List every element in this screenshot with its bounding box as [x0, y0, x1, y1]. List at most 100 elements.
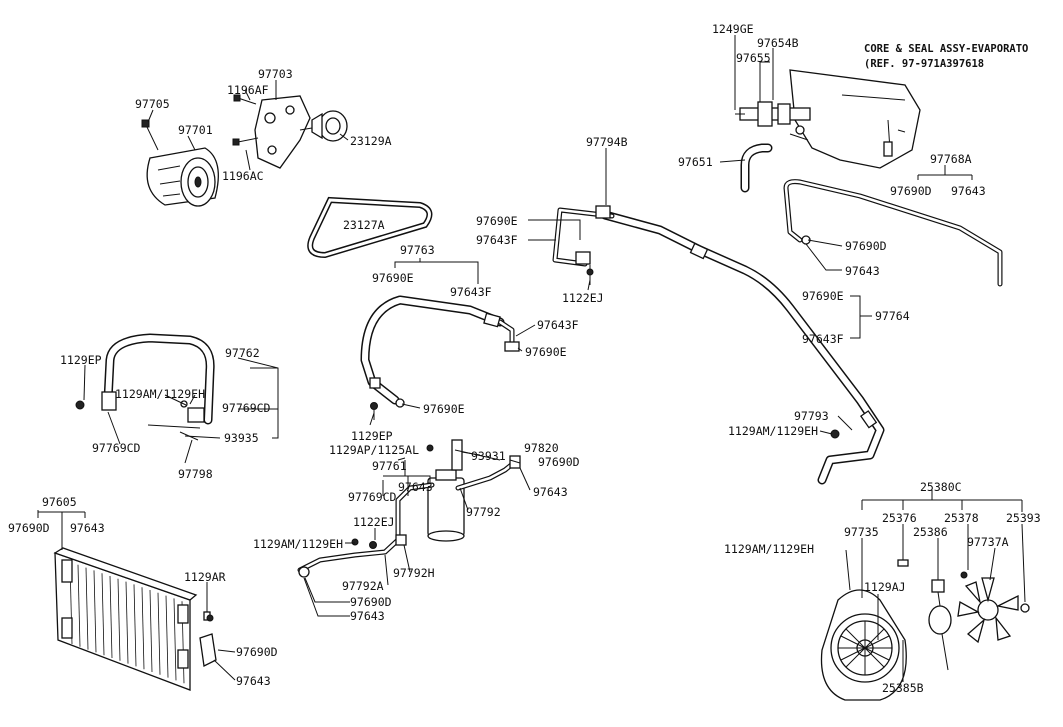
- condenser-fin: [149, 589, 153, 673]
- label-97651: 97651: [678, 155, 713, 169]
- fan-blade-97737a: [957, 571, 1030, 644]
- label-97643-mb: 97643: [350, 609, 385, 623]
- label-97763: 97763: [400, 243, 435, 257]
- label-97701: 97701: [178, 123, 213, 137]
- label-97769cd-m: 97769CD: [348, 490, 397, 504]
- label-97643f-a: 97643F: [476, 233, 518, 247]
- label-97643-tr2: 97643: [845, 264, 880, 278]
- label-97643-m2: 97643: [533, 485, 568, 499]
- label-25378: 25378: [944, 511, 979, 525]
- condenser-fin: [157, 592, 161, 675]
- evaporator-hose-97651: [740, 143, 773, 193]
- label-97769cd-a: 97769CD: [222, 401, 271, 415]
- note-core-seal-line1: CORE & SEAL ASSY-EVAPORATO: [864, 43, 1028, 55]
- label-23127a: 23127A: [343, 218, 385, 232]
- label-93935: 93935: [224, 431, 259, 445]
- label-97690e-d: 97690E: [423, 402, 465, 416]
- hose-bracket-97794b: [552, 205, 615, 280]
- label-97820: 97820: [524, 441, 559, 455]
- condenser-fin: [101, 573, 105, 656]
- idler-pulley-23129a: [311, 110, 348, 142]
- label-25376: 25376: [882, 511, 917, 525]
- label-97690d-tr: 97690D: [890, 184, 932, 198]
- discharge-hose-97763: [360, 295, 520, 408]
- condenser-fin: [173, 598, 177, 681]
- label-1196af: 1196AF: [227, 83, 269, 97]
- label-25380c: 25380C: [920, 480, 962, 494]
- label-1122ej-m: 1122EJ: [353, 515, 395, 529]
- condenser-fin: [165, 595, 169, 678]
- label-97792h: 97792H: [393, 566, 435, 580]
- label-97690d-mb: 97690D: [350, 595, 392, 609]
- note-core-seal-line2: (REF. 97-971A397618: [864, 58, 984, 70]
- condenser-fin: [117, 578, 121, 661]
- label-97768a: 97768A: [930, 152, 972, 166]
- label-97769cd-b: 97769CD: [92, 441, 141, 455]
- label-97703: 97703: [258, 67, 293, 81]
- label-97690d-tr2: 97690D: [845, 239, 887, 253]
- label-97793: 97793: [794, 409, 829, 423]
- label-97792: 97792: [466, 505, 501, 519]
- label-1129ap-1125al: 1129AP/1125AL: [329, 443, 419, 457]
- label-97643f-r: 97643F: [802, 332, 844, 346]
- condenser-fin: [125, 581, 129, 664]
- label-97735: 97735: [844, 525, 879, 539]
- label-97798: 97798: [178, 467, 213, 481]
- label-1196ac: 1196AC: [222, 169, 264, 183]
- label-97654b: 97654B: [757, 36, 799, 50]
- label-1249ge: 1249GE: [712, 22, 754, 36]
- label-97643-cl: 97643: [70, 521, 105, 535]
- label-97761: 97761: [372, 459, 407, 473]
- label-97643f-c: 97643F: [537, 318, 579, 332]
- label-97690e-a: 97690E: [476, 214, 518, 228]
- label-97690d-cb: 97690D: [236, 645, 278, 659]
- label-25386: 25386: [913, 525, 948, 539]
- label-97762: 97762: [225, 346, 260, 360]
- condenser-97605: [53, 547, 217, 691]
- label-1129ep-l: 1129EP: [60, 353, 102, 367]
- label-97655: 97655: [736, 51, 771, 65]
- label-97690d-cl: 97690D: [8, 521, 50, 535]
- label-1129amh-r: 1129AM/1129EH: [728, 424, 818, 438]
- bolt-97705: [141, 119, 159, 151]
- label-97705: 97705: [135, 97, 170, 111]
- v-belt-23127a: [307, 196, 433, 259]
- label-97643f-b: 97643F: [450, 285, 492, 299]
- expansion-valve-assembly: [735, 101, 811, 141]
- label-97643-cb: 97643: [236, 674, 271, 688]
- condenser-fin: [93, 570, 97, 653]
- label-1129amh-f: 1129AM/1129EH: [724, 542, 814, 556]
- condenser-fin: [141, 587, 145, 670]
- label-25393: 25393: [1006, 511, 1041, 525]
- label-97643-m: 97643: [398, 480, 433, 494]
- label-97690e-b: 97690E: [372, 271, 414, 285]
- condenser-fin: [85, 567, 89, 650]
- label-97794b: 97794B: [586, 135, 628, 149]
- label-1129ar: 1129AR: [184, 570, 226, 584]
- compressor-97701: [146, 147, 219, 207]
- suction-hose-97794b: [600, 210, 885, 485]
- compressor-bracket-97703: [254, 95, 313, 169]
- label-97737a: 97737A: [967, 535, 1009, 549]
- label-1122ej-a: 1122EJ: [562, 291, 604, 305]
- label-97690e-c: 97690E: [525, 345, 567, 359]
- hose-97762: [75, 333, 215, 441]
- label-1129aj: 1129AJ: [864, 580, 906, 594]
- condenser-fin: [77, 564, 81, 647]
- label-97690d-m: 97690D: [538, 455, 580, 469]
- label-23129a: 23129A: [350, 134, 392, 148]
- leader-lines: [37, 35, 1026, 682]
- bolts-1196: [232, 94, 259, 146]
- label-97643-tr: 97643: [951, 184, 986, 198]
- condenser-fin: [109, 575, 113, 659]
- label-97792a: 97792A: [342, 579, 384, 593]
- label-1129ep-m: 1129EP: [351, 429, 393, 443]
- label-97764: 97764: [875, 309, 910, 323]
- receiver-drier: [427, 439, 501, 542]
- label-25385b: 25385B: [882, 681, 924, 695]
- label-1129amh-l: 1129AM/1129EH: [115, 387, 205, 401]
- label-97690e-r: 97690E: [802, 289, 844, 303]
- label-93931: 93931: [471, 449, 506, 463]
